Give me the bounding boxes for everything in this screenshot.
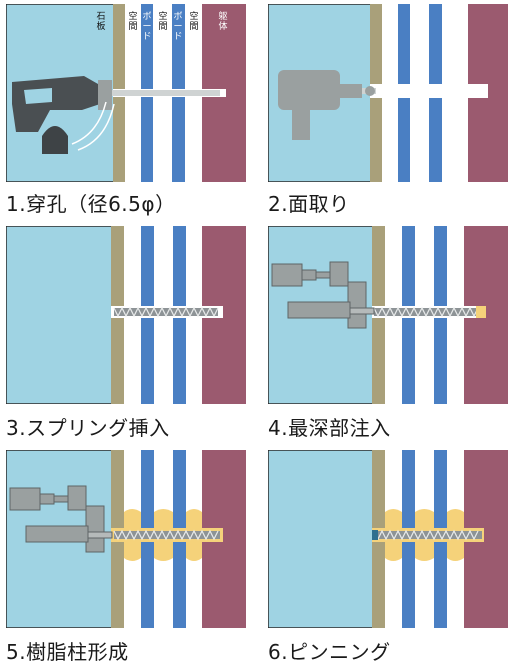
step-4-label: 4.最深部注入 <box>268 416 391 440</box>
step-5-diagram <box>6 450 246 628</box>
label-board-2: ボード <box>173 12 183 42</box>
pin-head <box>372 530 378 540</box>
injector-icon <box>9 485 113 553</box>
label-gap-3: 空間 <box>189 12 199 32</box>
step-6-panel <box>268 450 508 628</box>
spring-icon <box>111 306 223 318</box>
step-4-panel <box>268 226 508 404</box>
step-3-diagram <box>6 226 246 404</box>
step-5-label: 5.樹脂柱形成 <box>6 640 129 664</box>
step-6-diagram <box>268 450 508 628</box>
step-1-diagram <box>6 4 246 182</box>
label-gap-1: 空間 <box>128 12 138 32</box>
step-6-label: 6.ピンニング <box>268 640 391 664</box>
step-5-panel <box>6 450 246 628</box>
step-2-panel <box>268 4 508 182</box>
step-4-diagram <box>268 226 508 404</box>
step-3-panel <box>6 226 246 404</box>
drill-icon <box>12 76 220 154</box>
label-board-1: ボード <box>142 12 152 42</box>
step-1-label: 1.穿孔（径6.5φ） <box>6 192 176 216</box>
label-gap-2: 空間 <box>158 12 168 32</box>
step-2-diagram <box>268 4 508 182</box>
step-3-label: 3.スプリング挿入 <box>6 416 170 440</box>
label-body: 躯体 <box>218 12 228 32</box>
step-1-panel: 石板 空間 ボード 空間 ボード 空間 躯体 <box>6 4 246 182</box>
injector-icon <box>271 261 375 329</box>
step-2-label: 2.面取り <box>268 192 350 216</box>
chamfer-tool-icon <box>278 70 376 140</box>
label-stone: 石板 <box>96 12 106 32</box>
